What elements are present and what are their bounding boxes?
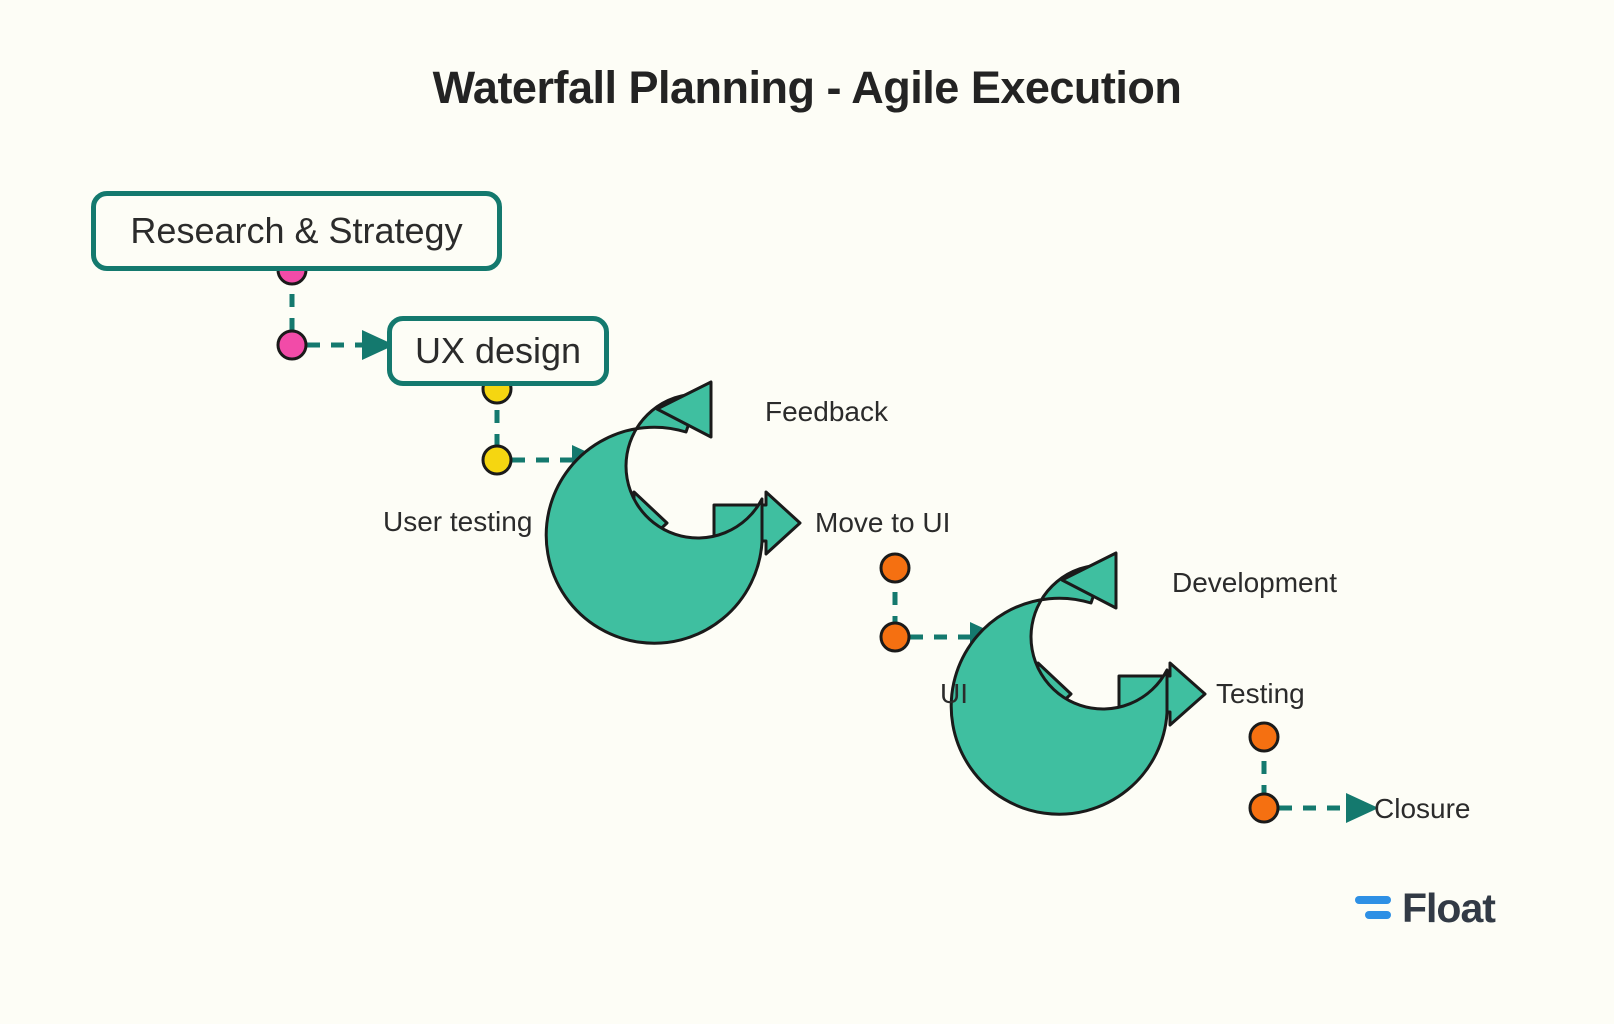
node-research-and-strategy[interactable]: Research & Strategy xyxy=(91,191,502,271)
label-move-to-ui: Move to UI xyxy=(815,507,951,538)
float-wordmark: Float xyxy=(1402,885,1496,931)
label-feedback: Feedback xyxy=(765,396,888,427)
label-testing: Testing xyxy=(1216,678,1305,709)
node-label: Research & Strategy xyxy=(130,210,463,251)
label-ui: UI xyxy=(940,678,968,709)
connector-dot-elbow xyxy=(879,621,911,653)
connector-research-to-ux xyxy=(276,254,395,361)
cycle-arrowhead xyxy=(655,380,713,439)
connector-movetoui-to-development-cycle xyxy=(879,552,1003,653)
cycle-ring xyxy=(949,563,1169,816)
cycle-feedback xyxy=(544,380,802,645)
node-ux-design[interactable]: UX design xyxy=(387,316,609,386)
label-development: Development xyxy=(1172,567,1337,598)
connector-dot-elbow xyxy=(1248,792,1280,824)
connector-ux-to-feedback-cycle xyxy=(481,373,605,476)
connector-dot-elbow xyxy=(276,329,308,361)
label-closure: Closure xyxy=(1374,793,1471,824)
connector-dot-source xyxy=(1248,721,1280,753)
connector-testing-to-closure xyxy=(1248,721,1379,824)
node-label: UX design xyxy=(414,330,582,371)
connector-dot-elbow xyxy=(481,444,513,476)
label-user-testing: User testing xyxy=(383,506,533,537)
connector-dot-source xyxy=(879,552,911,584)
cycle-arrowhead xyxy=(1060,551,1118,610)
cycle-development xyxy=(949,551,1207,816)
page-title: Waterfall Planning - Agile Execution xyxy=(432,62,1182,113)
float-bars-icon xyxy=(1355,895,1391,919)
float-logo: Float xyxy=(1353,885,1496,931)
cycle-ring xyxy=(544,392,764,645)
